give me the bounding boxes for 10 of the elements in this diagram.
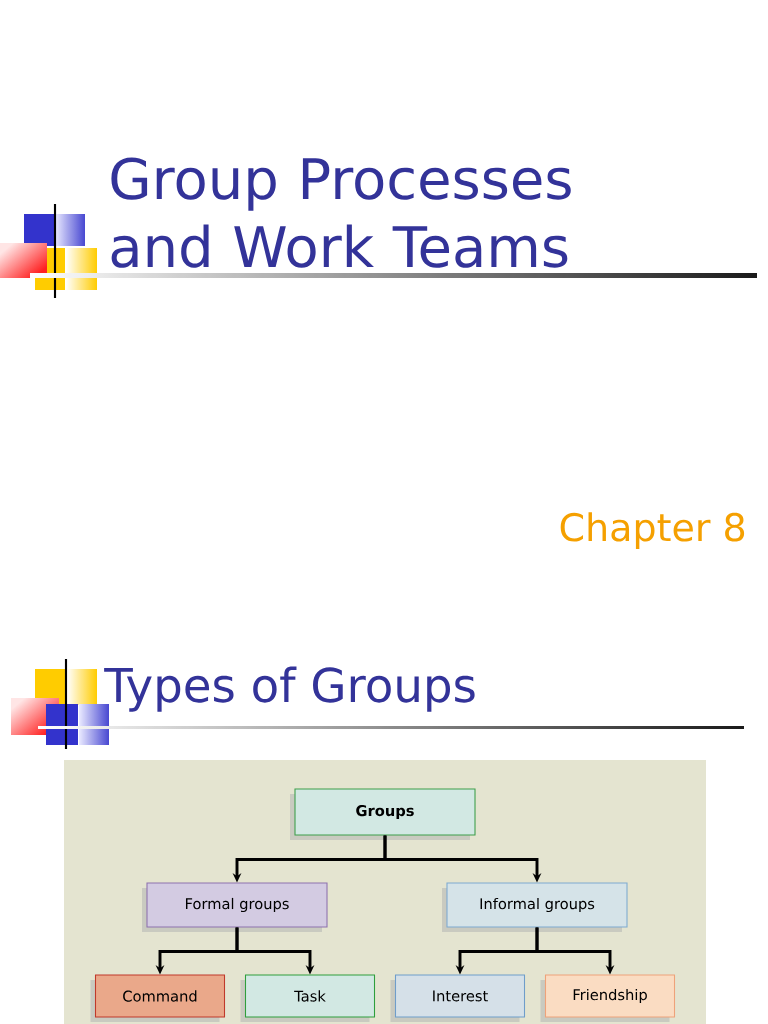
chapter-label: Chapter 8: [560, 512, 745, 549]
category-box: Task: [240, 974, 376, 1022]
category-box: Informal groups: [442, 882, 628, 932]
slide-title: Group Processes and Work Teams: [111, 157, 571, 268]
category-box: Formal groups: [142, 882, 328, 932]
category-box: Interest: [390, 974, 526, 1022]
category-box: Command: [90, 974, 226, 1022]
category-box: Groups: [290, 788, 476, 840]
category-box: Friendship: [540, 974, 676, 1022]
slide-heading: Types of Groups: [104, 666, 475, 712]
